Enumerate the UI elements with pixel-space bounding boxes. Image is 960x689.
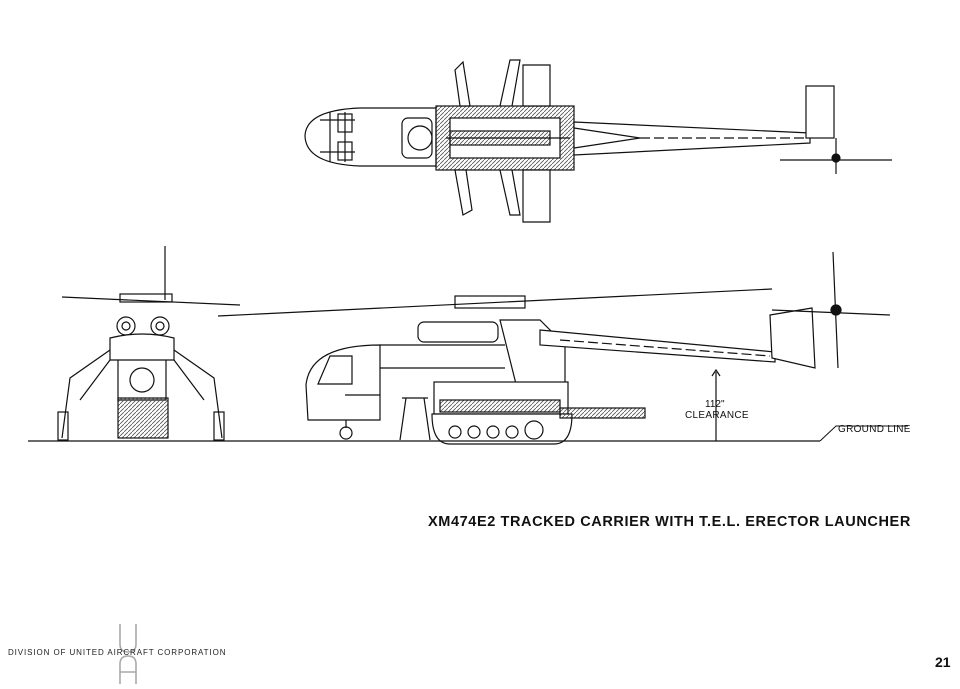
ground-line — [28, 425, 908, 442]
ground-line-label: GROUND LINE — [838, 424, 911, 435]
helicopter-front-view — [57, 246, 241, 441]
helicopter-side-view — [217, 251, 891, 445]
page-number: 21 — [935, 654, 951, 670]
ua-logo-icon — [119, 624, 137, 684]
clearance-value-label: 112" — [705, 399, 725, 410]
division-footer-text: DIVISION OF UNITED AIRCRAFT CORPORATION — [8, 648, 227, 657]
figure-caption: XM474E2 TRACKED CARRIER WITH T.E.L. EREC… — [428, 514, 911, 530]
clearance-label: CLEARANCE — [685, 410, 749, 421]
helicopter-top-view — [304, 59, 892, 223]
